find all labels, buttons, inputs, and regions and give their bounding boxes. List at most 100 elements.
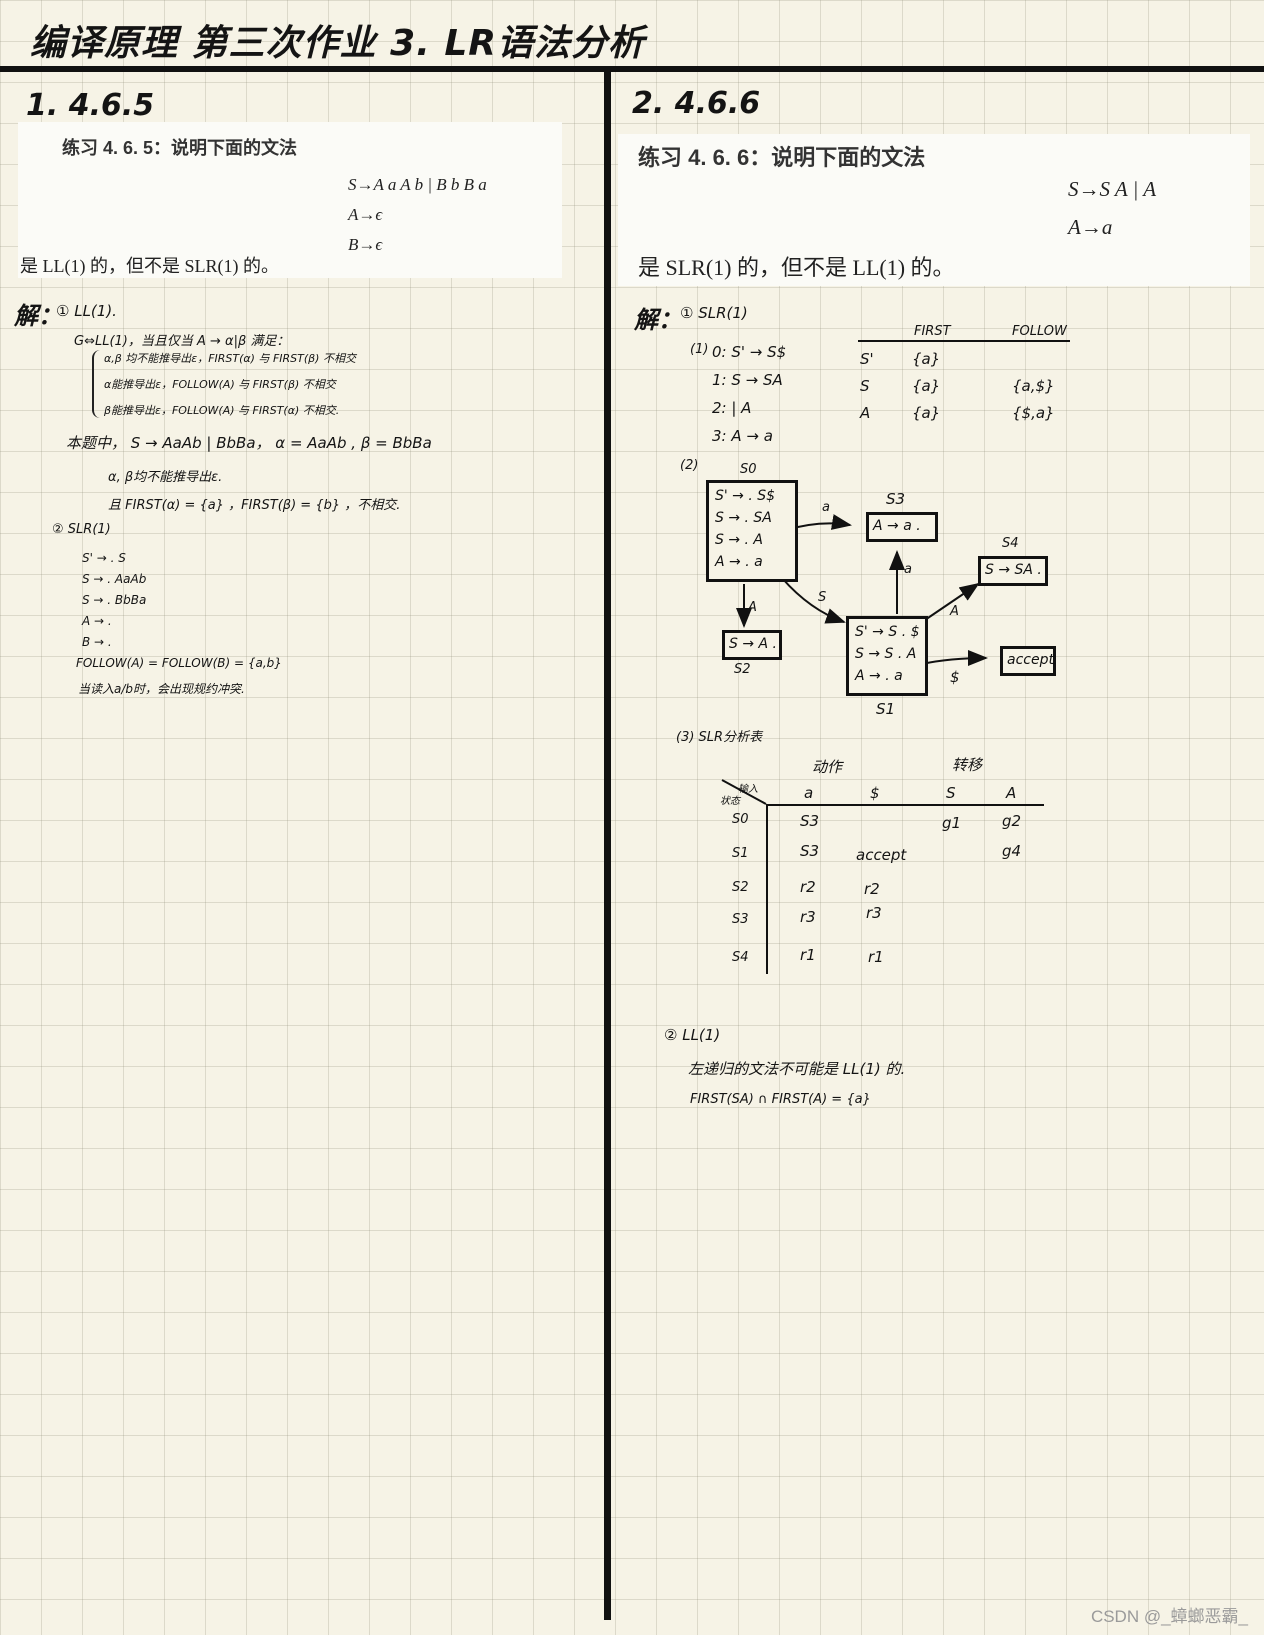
state-s4: S → SA . (978, 556, 1048, 586)
left-exercise-panel: 练习 4. 6. 5：说明下面的文法 S→A a A b | B b B a A… (18, 122, 562, 278)
page-title: 编译原理 第三次作业 3. LR语法分析 (30, 23, 645, 64)
right-ll-line: 左递归的文法不可能是 LL(1) 的. (688, 1060, 906, 1078)
watermark: CSDN @_蟑螂恶霸_ (1090, 1607, 1248, 1626)
lr-item: S' → . S (82, 551, 126, 565)
ff-symbol: S' (860, 350, 874, 368)
table-corner-bottom: 状态 (720, 796, 740, 807)
first-follow-rule (858, 340, 1070, 342)
table-cell: r1 (800, 946, 816, 964)
right-solution-label: 解： (634, 306, 682, 334)
accept-label: accept (1007, 652, 1054, 668)
edge-s1-s4 (921, 582, 980, 623)
table-row-state: S4 (732, 950, 749, 965)
state-s2-name: S2 (734, 662, 751, 677)
table-col-S: S (946, 784, 956, 802)
edge-s0-s1 (781, 577, 846, 624)
left-exercise-conclusion: 是 LL(1) 的，但不是 SLR(1) 的。 (20, 256, 279, 276)
lr-item: S → . AaAb (82, 572, 147, 586)
table-cell: S3 (800, 842, 820, 860)
left-brace (92, 350, 104, 418)
production: 2: | A (712, 399, 752, 417)
table-cell: r1 (868, 948, 884, 966)
state-s2: S → A . (722, 630, 782, 660)
left-exercise-heading: 练习 4. 6. 5：说明下面的文法 (62, 138, 298, 158)
ff-follow: {a,$} (1012, 377, 1055, 395)
state-item: S → SA . (985, 562, 1042, 578)
edge-label-s0-s1: S (818, 590, 827, 605)
table-col-a: a (804, 784, 814, 802)
first-values: {a} {a} {a} (912, 346, 940, 427)
follow-values: {a,$} {$,a} (1012, 346, 1055, 427)
production: 3: A → a (712, 427, 773, 445)
grammar-line: S→A a A b | B b B a (348, 175, 487, 194)
right-step3: (3) SLR分析表 (676, 730, 763, 745)
table-row-state: S3 (732, 912, 749, 927)
table-corner-top: 输入 (738, 784, 758, 795)
edge-label-s0-s3: a (822, 500, 830, 515)
state-s1: S' → S . $ S → S . A A → . a (846, 616, 928, 696)
state-item: S → . SA (715, 510, 772, 526)
left-ll-line: β能推导出ε，FOLLOW(A) 与 FIRST(α) 不相交. (104, 404, 340, 417)
ff-follow (1012, 346, 1055, 373)
state-item: S → A . (729, 636, 777, 652)
state-item: A → . a (855, 668, 903, 684)
ff-first: {a} (912, 377, 941, 395)
left-conflict: 当读入a/b时，会出现规约冲突. (78, 682, 245, 696)
table-cell: g2 (1002, 812, 1022, 830)
table-header-rule (766, 804, 1044, 806)
right-part2: ② LL(1) (664, 1026, 721, 1044)
table-cell: g4 (1002, 842, 1022, 860)
left-solution-label: 解： (14, 302, 62, 330)
state-s4-name: S4 (1002, 536, 1019, 551)
table-cell: S3 (800, 812, 820, 830)
state-s3-name: S3 (886, 490, 906, 508)
left-exercise-grammar: S→A a A b | B b B a A→ϵ B→ϵ (348, 170, 487, 260)
table-cell: g1 (942, 814, 962, 832)
left-ll-line: α, β均不能推导出ε. (108, 470, 223, 485)
dfa-edges (736, 514, 988, 667)
right-part1: ① SLR(1) (680, 304, 748, 322)
grammar-line: B→ϵ (348, 235, 383, 254)
grammar-line: S→S A | A (1068, 177, 1157, 201)
accept-state: accept (1000, 646, 1056, 676)
header-divider (0, 66, 1264, 72)
table-col-A: A (1006, 784, 1017, 802)
production: 0: S' → S$ (712, 343, 787, 361)
edge-s1-accept (921, 650, 988, 667)
table-cell: r2 (864, 880, 880, 898)
table-corner-diagonal (721, 779, 767, 805)
production: 1: S → SA (712, 371, 783, 389)
follow-header: FOLLOW (1012, 324, 1067, 339)
left-lr-items: S' → . S S → . AaAb S → . BbBa A → . B →… (82, 548, 146, 653)
table-row-state: S0 (732, 812, 749, 827)
right-productions: 0: S' → S$ 1: S → SA 2: | A 3: A → a (712, 338, 786, 450)
lr-item: A → . (82, 614, 112, 628)
right-exercise-heading: 练习 4. 6. 6：说明下面的文法 (638, 145, 926, 170)
ff-first: {a} (912, 350, 941, 368)
right-ll-line: FIRST(SA) ∩ FIRST(A) = {a} (690, 1092, 871, 1107)
left-section-number: 1. 4.6.5 (26, 88, 155, 123)
table-action-label: 动作 (812, 758, 843, 776)
table-row-state: S1 (732, 846, 749, 861)
edge-label-s0-s2: A (748, 600, 757, 615)
left-part1: ① LL(1). (56, 302, 117, 320)
state-item: A → a . (873, 518, 921, 534)
ff-symbol: S (860, 377, 870, 395)
table-cell: r2 (800, 878, 816, 896)
ff-first: {a} (912, 404, 941, 422)
table-cell: accept (856, 846, 907, 864)
lr-item: B → . (82, 635, 112, 649)
state-s3: A → a . (866, 512, 938, 542)
ff-follow: {$,a} (1012, 404, 1055, 422)
table-cell: r3 (800, 908, 816, 926)
ff-symbol: A (860, 404, 871, 422)
left-follow: FOLLOW(A) = FOLLOW(B) = {a,b} (76, 656, 282, 670)
table-state-rule (766, 804, 768, 974)
right-exercise-conclusion: 是 SLR(1) 的，但不是 LL(1) 的。 (638, 255, 955, 280)
right-step1: (1) (690, 342, 709, 357)
table-col-dollar: $ (870, 784, 880, 802)
edge-label-s1-s3: a (904, 562, 912, 577)
grammar-line: A→ϵ (348, 205, 383, 224)
state-item: S → . A (715, 532, 763, 548)
state-item: S' → . S$ (715, 488, 776, 504)
